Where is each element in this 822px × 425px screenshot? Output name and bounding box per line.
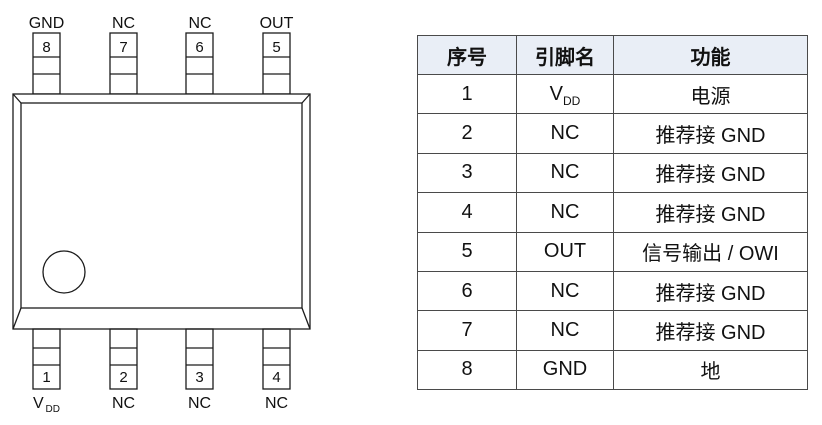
cell-pin-name: NC <box>516 192 614 233</box>
bottom-pin2-label: NC <box>112 395 135 412</box>
cell-function: 地 <box>613 349 808 391</box>
cell-function: 推荐接 GND <box>613 270 808 312</box>
cell-pin-name: NC <box>516 270 614 312</box>
vdd-subscript: DD <box>563 93 581 108</box>
pin-table-container: 序号 引脚名 功能 1 VDD 电源 2 NC 推荐接 GND 3 <box>417 35 808 391</box>
header-cell-number: 序号 <box>417 35 517 75</box>
cell-pin-name: OUT <box>516 231 614 272</box>
bottom-pin2-number: 2 <box>119 369 127 386</box>
header-cell-pin-name: 引脚名 <box>516 35 614 75</box>
chip-diagram: GND NC NC OUT 8 7 6 5 <box>12 15 311 415</box>
top-pin6-label: NC <box>188 15 211 32</box>
table-row: 7 NC 推荐接 GND <box>417 310 808 351</box>
table-row: 5 OUT 信号输出 / OWI <box>417 231 808 272</box>
top-pin7-number: 7 <box>119 39 127 56</box>
pin-function-table: 序号 引脚名 功能 1 VDD 电源 2 NC 推荐接 GND 3 <box>417 35 808 391</box>
table-row: 2 NC 推荐接 GND <box>417 113 808 154</box>
top-pin8-number: 8 <box>42 39 50 56</box>
table-row: 1 VDD 电源 <box>417 73 808 115</box>
vdd-label-main: V <box>33 395 44 412</box>
cell-pin-name: NC <box>516 113 614 154</box>
cell-function: 推荐接 GND <box>613 192 808 233</box>
bottom-pin3-label: NC <box>188 395 211 412</box>
cell-pin-name: VDD <box>516 73 614 115</box>
cell-function: 推荐接 GND <box>613 310 808 351</box>
cell-pin-name: GND <box>516 349 614 391</box>
cell-function: 电源 <box>613 73 808 115</box>
top-pin8-label: GND <box>29 15 65 32</box>
top-pin-5: 5 <box>262 32 291 95</box>
bottom-pin-1: 1 <box>32 328 61 390</box>
top-pin5-label: OUT <box>260 15 294 32</box>
cell-function: 推荐接 GND <box>613 113 808 154</box>
cell-number: 3 <box>417 152 517 194</box>
bottom-pin1-label: V DD <box>33 395 60 415</box>
chip-body <box>12 93 311 330</box>
cell-function: 推荐接 GND <box>613 152 808 194</box>
cell-pin-name: NC <box>516 310 614 351</box>
table-header-row: 序号 引脚名 功能 <box>417 35 808 75</box>
bottom-pin1-number: 1 <box>42 369 50 386</box>
top-pin7-label: NC <box>112 15 135 32</box>
cell-number: 1 <box>417 73 517 115</box>
cell-number: 8 <box>417 349 517 391</box>
bottom-pin-2: 2 <box>109 328 138 390</box>
cell-number: 6 <box>417 270 517 312</box>
top-pin6-number: 6 <box>195 39 203 56</box>
top-pin5-number: 5 <box>272 39 280 56</box>
vdd-label-sub: DD <box>46 404 60 415</box>
table-row: 6 NC 推荐接 GND <box>417 270 808 312</box>
header-cell-function: 功能 <box>613 35 808 75</box>
bottom-pin4-label: NC <box>265 395 288 412</box>
table-row: 4 NC 推荐接 GND <box>417 192 808 233</box>
table-row: 8 GND 地 <box>417 349 808 391</box>
cell-number: 7 <box>417 310 517 351</box>
top-pin-8: 8 <box>32 32 61 95</box>
cell-function: 信号输出 / OWI <box>613 231 808 272</box>
top-pin-7: 7 <box>109 32 138 95</box>
bottom-pin3-number: 3 <box>195 369 203 386</box>
cell-number: 5 <box>417 231 517 272</box>
bottom-pin4-number: 4 <box>272 369 280 386</box>
bottom-pin-3: 3 <box>185 328 214 390</box>
pin1-indicator-circle <box>42 250 86 294</box>
bottom-pin-4: 4 <box>262 328 291 390</box>
cell-number: 4 <box>417 192 517 233</box>
top-pin-6: 6 <box>185 32 214 95</box>
cell-pin-name: NC <box>516 152 614 194</box>
table-row: 3 NC 推荐接 GND <box>417 152 808 194</box>
cell-number: 2 <box>417 113 517 154</box>
